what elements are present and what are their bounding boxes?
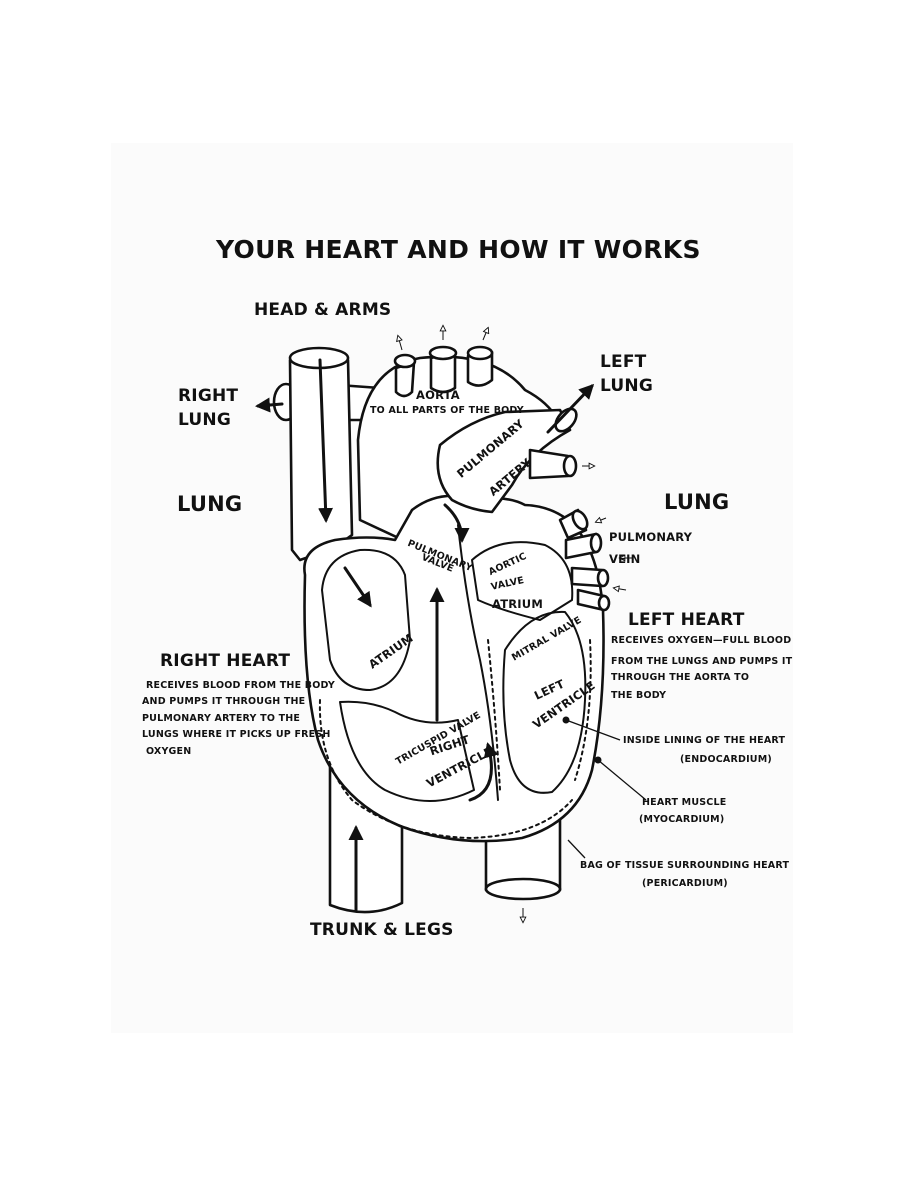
label-lung-left: LUNG xyxy=(177,492,243,516)
callout-pericardium-2: (PERICARDIUM) xyxy=(642,878,728,889)
leader-myocardium xyxy=(597,759,647,801)
label-pulmonary-vein-1: PULMONARY xyxy=(609,530,693,544)
left-heart-heading: LEFT HEART xyxy=(628,610,745,630)
label-pulmonary-vein-2: VEIN xyxy=(609,552,641,566)
right-heart-line-1: RECEIVES BLOOD FROM THE BODY xyxy=(146,680,335,691)
pulmonary-to-left-lung-branch xyxy=(528,448,570,480)
label-trunk-legs: TRUNK & LEGS xyxy=(310,920,454,940)
label-right-lung-1: RIGHT xyxy=(178,386,239,406)
label-head-arms: HEAD & ARMS xyxy=(254,300,392,320)
outflow-arrow-1 xyxy=(398,336,402,351)
label-left-atrium: ATRIUM xyxy=(492,597,543,611)
left-atrium-wall xyxy=(471,541,574,621)
flow-arrow-right-atrium xyxy=(343,566,372,608)
label-left-lung-1: LEFT xyxy=(600,352,647,372)
heart-body xyxy=(303,494,605,843)
callout-endocardium-1: INSIDE LINING OF THE HEART xyxy=(623,735,786,746)
left-heart-line-2: FROM THE LUNGS AND PUMPS IT xyxy=(611,656,793,667)
label-lung-right: LUNG xyxy=(664,490,730,514)
callout-endocardium-2: (ENDOCARDIUM) xyxy=(680,754,772,765)
right-heart-line-2: AND PUMPS IT THROUGH THE xyxy=(142,696,306,707)
callout-myocardium-2: (MYOCARDIUM) xyxy=(639,814,725,825)
aorta-branch-3 xyxy=(466,350,494,387)
aorta-branch-1 xyxy=(394,360,416,398)
pulmonary-artery xyxy=(436,408,572,514)
label-left-lung-2: LUNG xyxy=(600,376,654,396)
right-atrium-wall xyxy=(321,548,411,691)
outflow-arrow-3 xyxy=(482,328,488,341)
label-aorta: AORTA xyxy=(416,388,460,402)
label-aorta-sub: TO ALL PARTS OF THE BODY xyxy=(370,405,524,416)
label-right-lung-2: LUNG xyxy=(178,410,232,430)
inflow-arrow-vein-1 xyxy=(596,518,607,522)
left-heart-line-1: RECEIVES OXYGEN—FULL BLOOD xyxy=(611,635,792,646)
left-heart-line-3: THROUGH THE AORTA TO xyxy=(611,672,750,683)
right-ventricle-wall xyxy=(339,700,475,802)
page-title: YOUR HEART AND HOW IT WORKS xyxy=(216,235,701,264)
flow-arrow-pulmonary xyxy=(443,503,470,543)
left-heart-line-4: THE BODY xyxy=(611,690,667,701)
inflow-arrow-vein-3 xyxy=(614,588,627,590)
flow-arrow-left-lung xyxy=(546,383,595,434)
flow-arrow-right-lung xyxy=(255,397,284,413)
flow-arrow-head-arms xyxy=(318,358,334,523)
aorta-branch-2 xyxy=(429,350,457,394)
callout-myocardium-1: HEART MUSCLE xyxy=(642,797,727,808)
right-heart-heading: RIGHT HEART xyxy=(160,651,291,671)
right-heart-line-5: OXYGEN xyxy=(146,746,192,757)
flow-arrow-right-ventricle-curl xyxy=(468,742,499,802)
right-heart-line-4: LUNGS WHERE IT PICKS UP FRESH xyxy=(142,729,331,740)
right-heart-line-3: PULMONARY ARTERY TO THE xyxy=(142,713,301,724)
leader-pericardium xyxy=(567,839,586,859)
callout-pericardium-1: BAG OF TISSUE SURROUNDING HEART xyxy=(580,860,790,871)
leader-endocardium xyxy=(565,719,621,741)
left-ventricle-wall xyxy=(502,610,587,794)
